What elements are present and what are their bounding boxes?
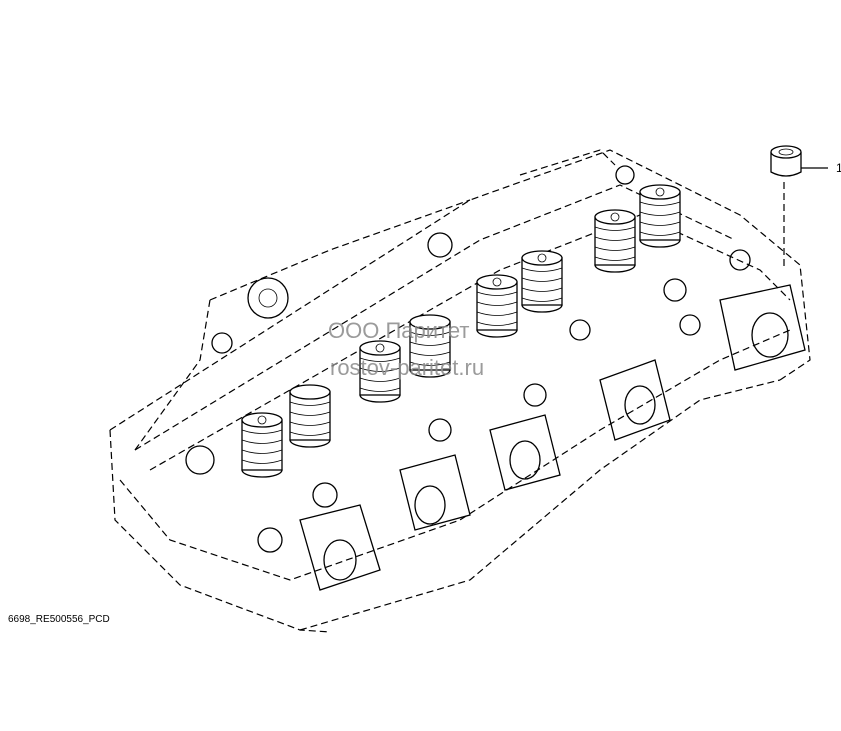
drawing-code: 6698_RE500556_PCD [8, 614, 110, 625]
valve-spring [289, 384, 331, 448]
watermark-url: rostov-paritet.ru [330, 355, 485, 380]
valve-spring [409, 314, 451, 378]
valve-spring [241, 412, 283, 478]
valve-spring [594, 209, 636, 273]
cylinder-head-outline [109, 149, 811, 633]
valve-spring [359, 340, 401, 403]
watermark-company: ООО Паритет [328, 318, 470, 343]
callout-label-1: 1 [836, 161, 841, 175]
valve-spring [476, 274, 518, 338]
port-flanges [299, 284, 806, 591]
bolt-bosses [185, 165, 751, 553]
part-1-cap [770, 145, 802, 177]
part-1-leader [783, 167, 828, 270]
valve-spring [521, 250, 563, 313]
valve-springs [241, 184, 681, 478]
valve-spring [639, 184, 681, 248]
